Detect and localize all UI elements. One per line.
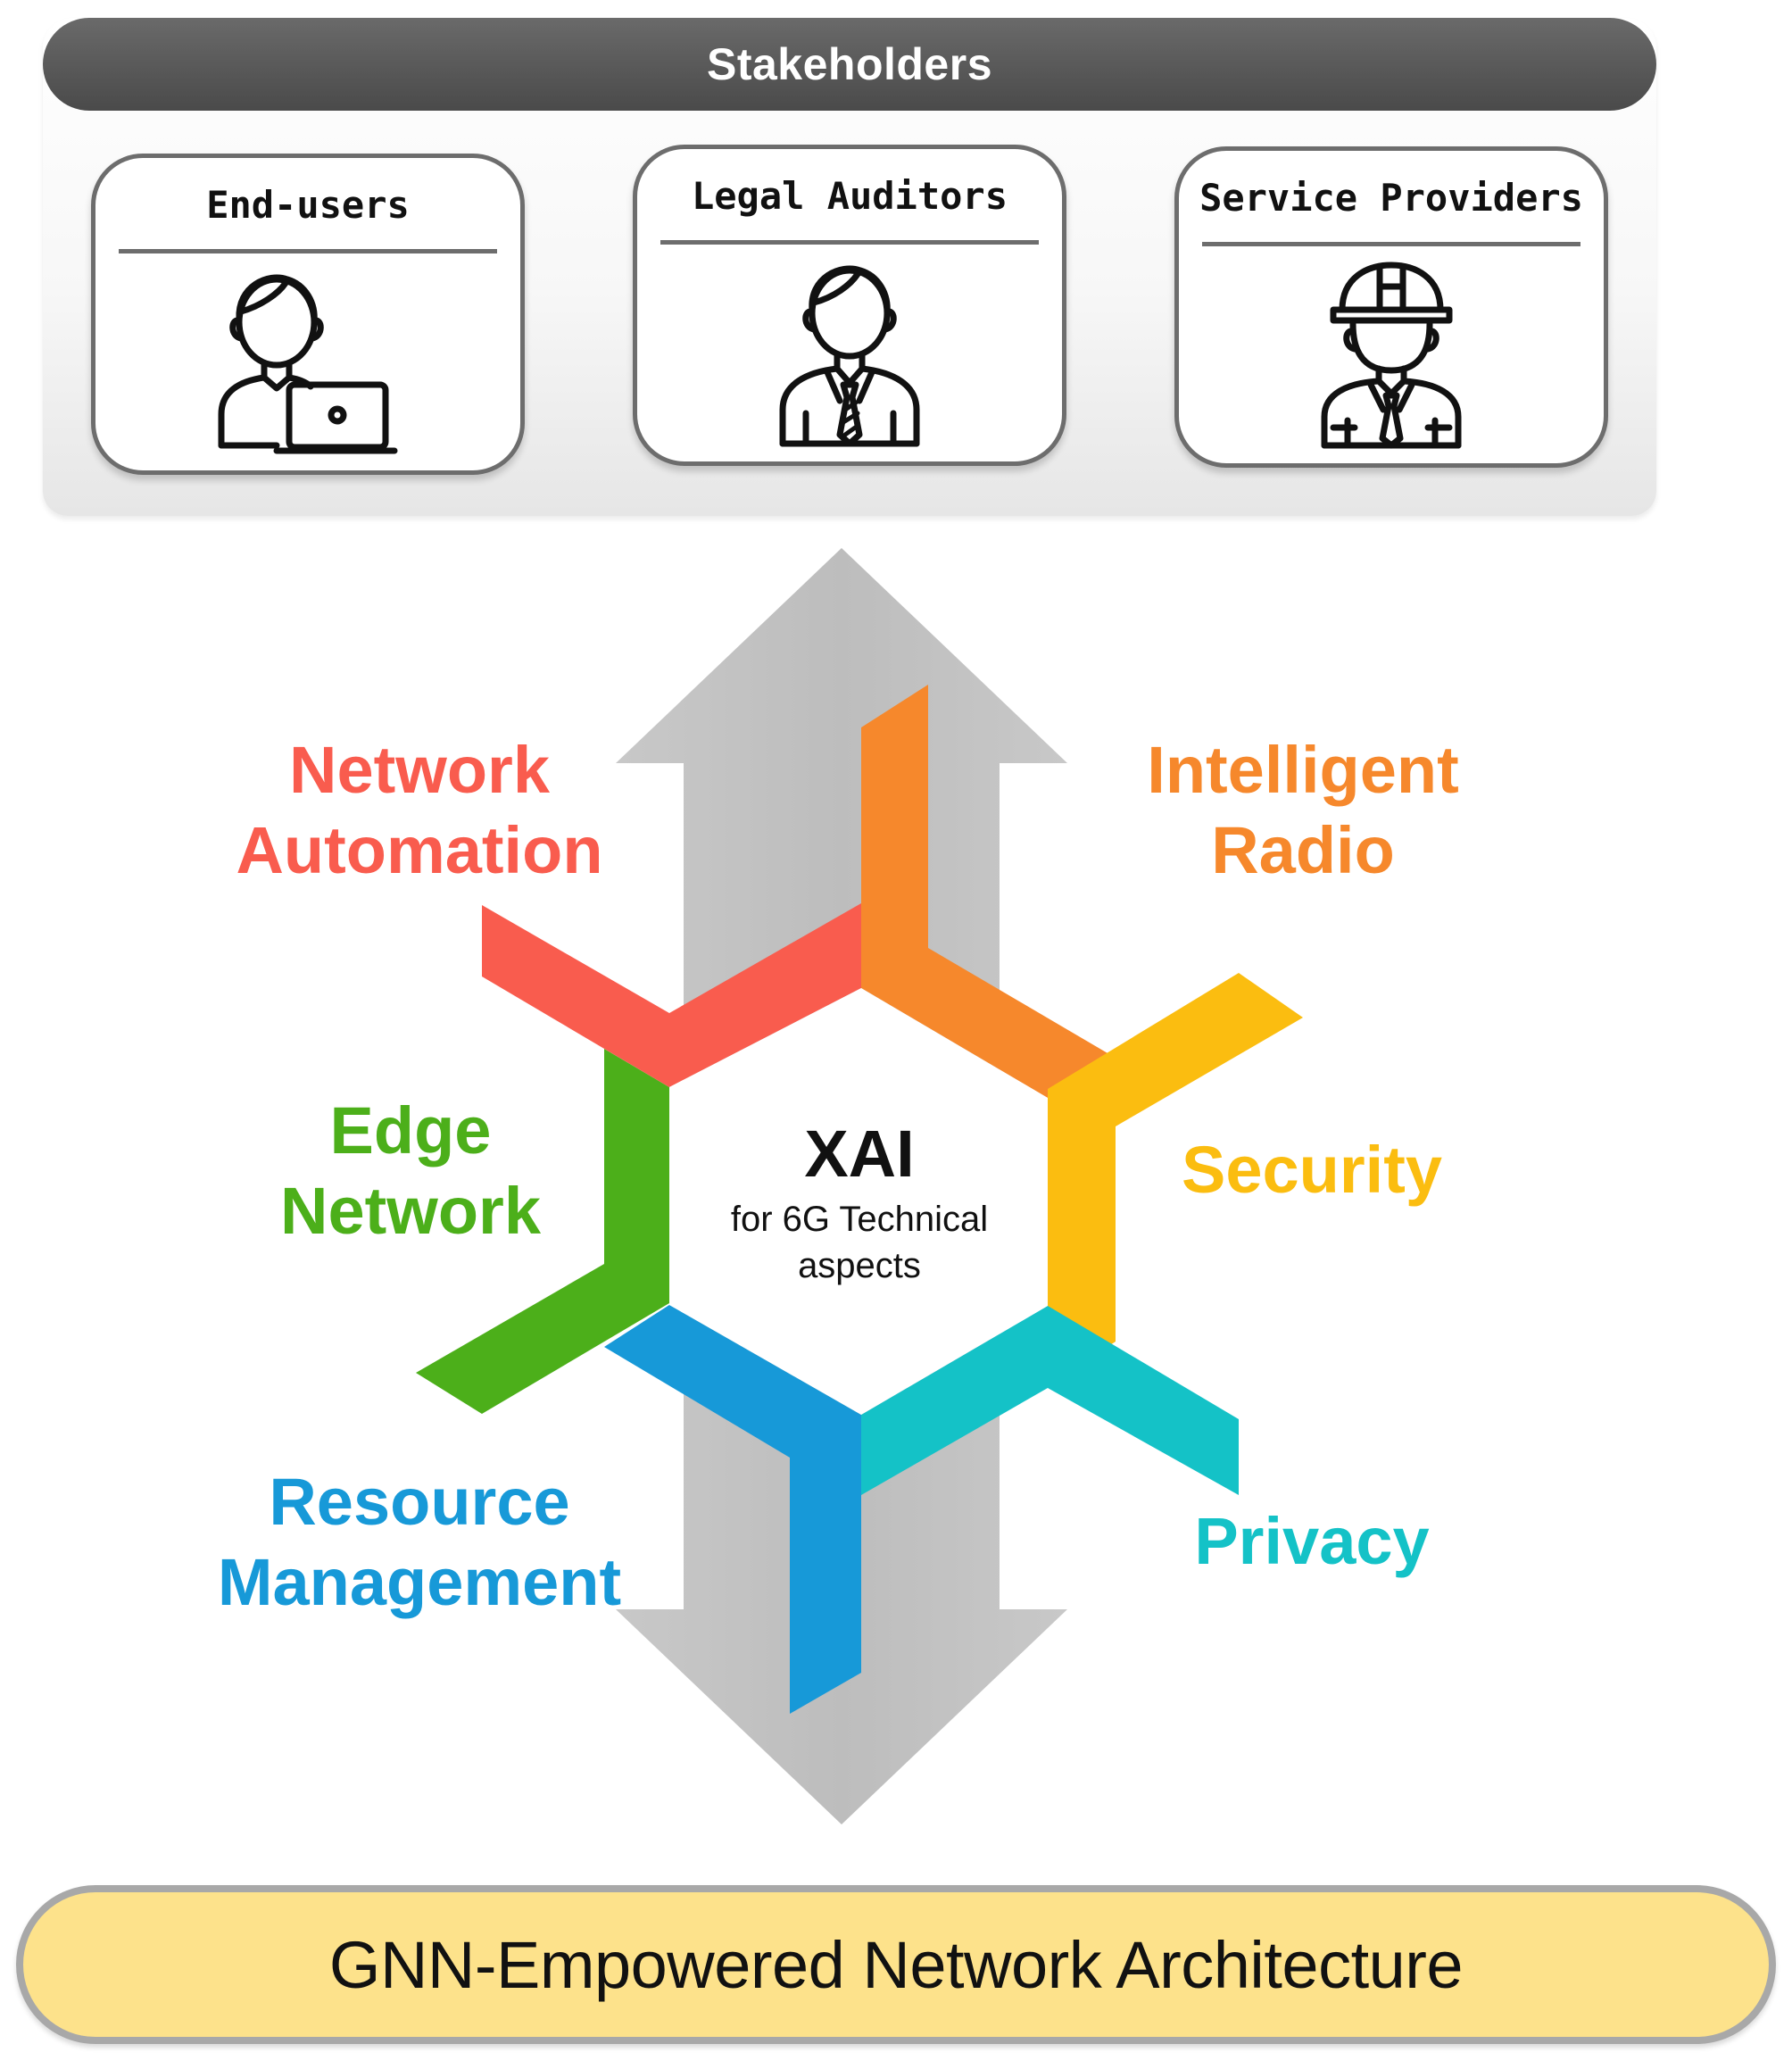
hexagon-graphic [416, 548, 1303, 1824]
aspect-privacy: Privacy [1142, 1501, 1481, 1582]
xai-subtitle-line2: aspects [798, 1246, 921, 1285]
aspect-intelligent-radio: Intelligent Radio [1107, 730, 1499, 891]
xai-title: XAI [804, 1117, 915, 1191]
stakeholder-card-legal-auditors: Legal Auditors [633, 145, 1066, 466]
aspect-line1: Network [289, 733, 550, 807]
hardhat-worker-icon [1321, 262, 1462, 449]
aspect-line2: Network [280, 1174, 541, 1248]
hexagon-segments [416, 685, 1303, 1714]
aspect-line2: Automation [236, 813, 603, 887]
card-divider [119, 249, 497, 253]
user-laptop-icon [218, 274, 398, 454]
card-title: End-users [206, 183, 410, 227]
segment-network-automation [482, 903, 861, 1087]
stakeholders-panel: Stakeholders End-users Legal Auditors [43, 18, 1656, 516]
card-title: Service Providers [1199, 176, 1583, 220]
xai-subtitle-line1: for 6G Technical [730, 1200, 989, 1239]
aspect-line2: Radio [1211, 813, 1395, 887]
gnn-architecture-bar: GNN-Empowered Network Architecture [16, 1885, 1776, 2044]
aspect-line1: Edge [329, 1093, 492, 1167]
xai-subtitle: for 6G Technical aspects [690, 1196, 1029, 1289]
card-title: Legal Auditors [691, 174, 1008, 218]
aspect-line1: Intelligent [1147, 733, 1459, 807]
stakeholder-card-end-users: End-users [91, 154, 525, 475]
segment-intelligent-radio [861, 685, 1114, 1098]
xai-center-hexagon [669, 988, 1048, 1415]
aspect-edge-network: Edge Network [241, 1091, 580, 1251]
gnn-architecture-label: GNN-Empowered Network Architecture [328, 1927, 1464, 2002]
auditor-tie-icon [779, 265, 920, 447]
aspect-line1: Privacy [1194, 1504, 1430, 1578]
segment-privacy [861, 1306, 1239, 1495]
aspect-line1: Security [1181, 1133, 1443, 1207]
aspect-line2: Management [217, 1545, 622, 1619]
segment-edge-network [416, 1049, 669, 1414]
aspect-security: Security [1142, 1130, 1481, 1210]
aspect-line1: Resource [269, 1465, 570, 1539]
segment-security [1048, 973, 1303, 1386]
aspect-resource-management: Resource Management [196, 1462, 643, 1623]
segment-resource-management [604, 1305, 861, 1714]
card-divider [1202, 242, 1580, 246]
xai-diagram: XAI for 6G Technical aspects Network Aut… [0, 527, 1792, 1848]
card-divider [660, 240, 1039, 245]
stakeholder-card-service-providers: Service Providers [1174, 146, 1608, 468]
stakeholders-header: Stakeholders [43, 18, 1656, 111]
aspect-network-automation: Network Automation [214, 730, 625, 891]
